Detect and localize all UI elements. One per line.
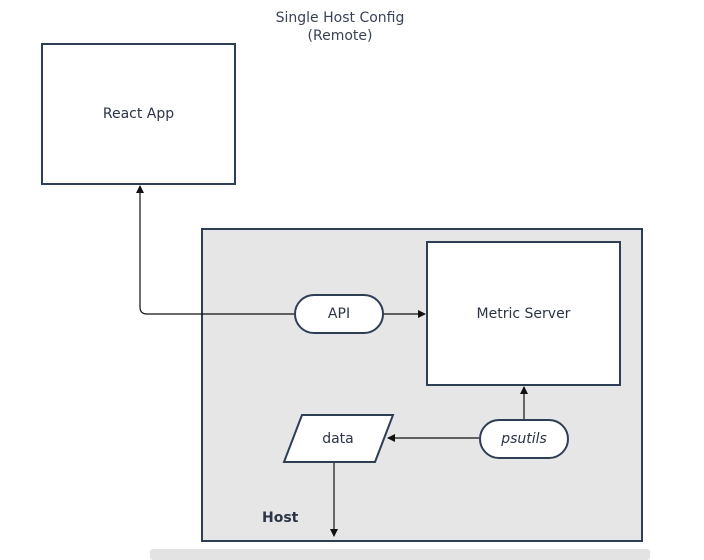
data-parallelogram[interactable] bbox=[282, 414, 395, 463]
react-app-label: React App bbox=[102, 106, 175, 122]
api-node[interactable]: API bbox=[294, 294, 384, 334]
diagram-title: Single Host Config (Remote) bbox=[240, 9, 440, 45]
diagram-title-line2: (Remote) bbox=[307, 28, 373, 44]
diagram-title-line1: Single Host Config bbox=[275, 10, 405, 26]
host-label: Host bbox=[262, 510, 299, 526]
data-label: data bbox=[322, 431, 354, 447]
metric-server-node[interactable]: Metric Server bbox=[426, 241, 621, 386]
data-node[interactable]: data bbox=[283, 415, 393, 463]
api-to-react-app-connector bbox=[136, 185, 294, 315]
psutils-node[interactable]: psutils bbox=[479, 419, 569, 459]
horizontal-scrollbar[interactable] bbox=[150, 549, 650, 560]
psutils-label: psutils bbox=[501, 431, 547, 447]
metric-server-label: Metric Server bbox=[476, 305, 571, 322]
react-app-node[interactable]: React App bbox=[41, 43, 236, 185]
api-label: API bbox=[327, 306, 351, 322]
